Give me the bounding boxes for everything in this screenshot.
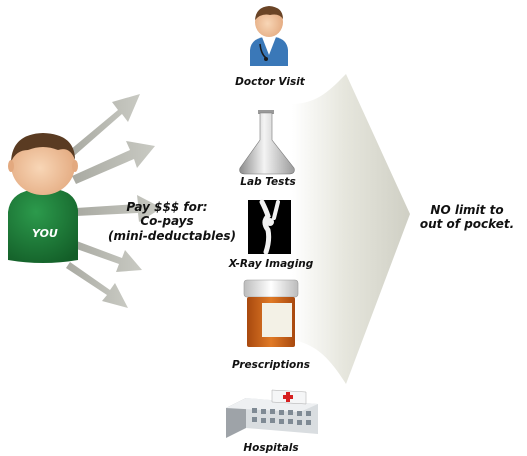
flask-icon <box>239 110 295 175</box>
payment-line: Pay $$$ for: <box>126 200 208 214</box>
result-text: NO limit to out of pocket. <box>414 203 520 232</box>
person-icon <box>8 133 78 263</box>
service-label-hospitals: Hospitals <box>243 442 299 454</box>
arrow-hospital <box>66 262 128 308</box>
arrow-lab <box>72 141 155 184</box>
doctor-icon <box>250 6 288 66</box>
pill-bottle-icon <box>243 279 299 347</box>
service-label-prescriptions: Prescriptions <box>232 359 310 371</box>
arrow-xray <box>76 195 162 222</box>
service-label-lab-tests: Lab Tests <box>240 176 296 188</box>
payment-line: Co-pays <box>140 214 194 229</box>
arrow-rx <box>71 240 142 272</box>
payment-line: (mini-deductables) <box>108 228 237 243</box>
payment-text: Pay $$$ for: Co-pays (mini-deductables) <box>108 200 237 243</box>
service-label-xray-imaging: X-Ray Imaging <box>228 258 314 270</box>
hospital-icon <box>226 389 318 438</box>
service-label-doctor-visit: Doctor Visit <box>235 76 305 88</box>
result-line: out of pocket. <box>419 217 515 232</box>
hair <box>11 133 75 162</box>
payment-arrows <box>66 94 162 308</box>
you-label: YOU <box>32 227 58 240</box>
funnel-shape <box>292 74 410 384</box>
shirt <box>8 190 78 263</box>
xray-icon <box>248 199 291 255</box>
result-line: NO limit to <box>430 203 504 217</box>
arrow-doctor <box>70 94 140 156</box>
